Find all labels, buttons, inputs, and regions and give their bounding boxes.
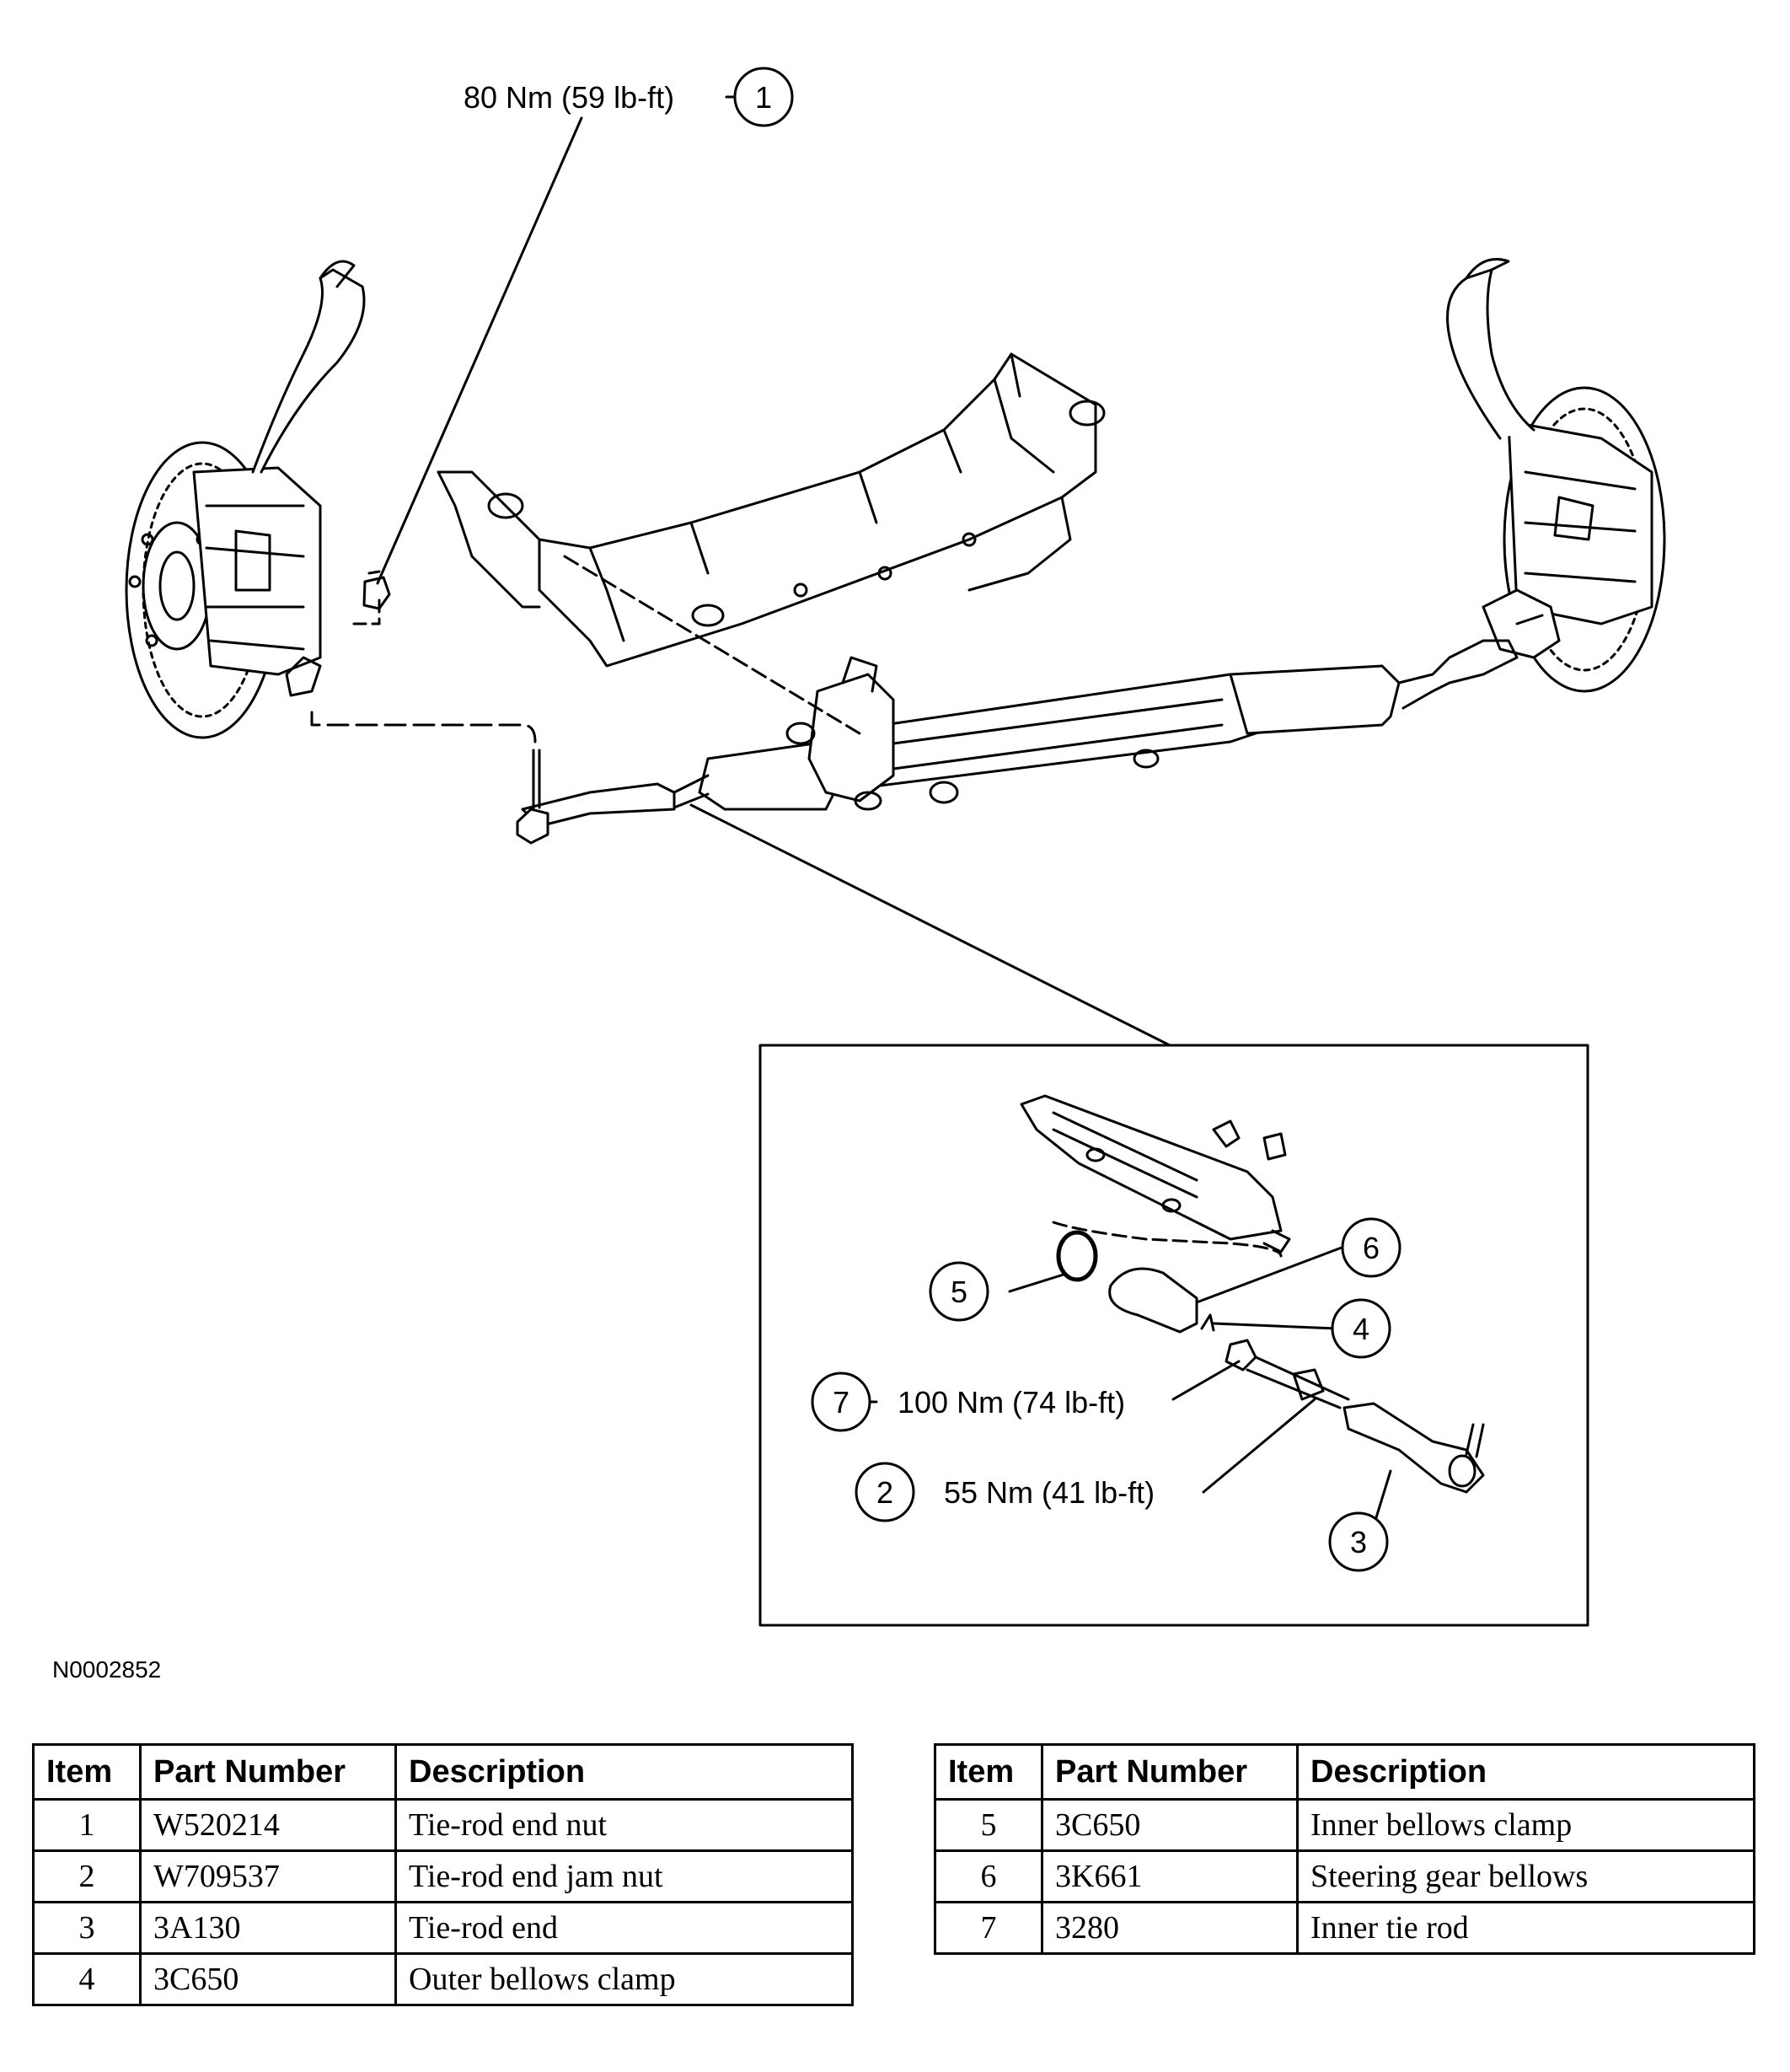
- table-row: 7 3280 Inner tie rod: [934, 1901, 1755, 1955]
- detail-view-frame: [758, 1044, 1589, 1627]
- right-knuckle-brake-assembly: [1446, 258, 1666, 693]
- callout-circle-1: [733, 67, 794, 127]
- callout-number-1: 1: [755, 80, 772, 115]
- part-number-cell: 3K661: [1041, 1849, 1299, 1903]
- detail-view-leader: [689, 803, 1171, 1047]
- table-row: 1 W520214 Tie-rod end nut: [32, 1798, 854, 1852]
- callout-circle-7: [811, 1371, 871, 1432]
- description-cell: Outer bellows clamp: [394, 1952, 854, 2006]
- callout-number-7: 7: [833, 1385, 849, 1420]
- torque-label-2: 55 Nm (41 lb-ft): [944, 1475, 1155, 1510]
- item-cell: 1: [32, 1798, 142, 1852]
- steering-gear-rack: [516, 639, 1519, 845]
- description-cell: Tie-rod end jam nut: [394, 1849, 854, 1903]
- table-header-row: Item Part Number Description: [32, 1743, 854, 1801]
- callout-circle-3: [1328, 1511, 1389, 1572]
- column-header-part-number: Part Number: [139, 1743, 397, 1801]
- part-number-cell: 3A130: [139, 1901, 397, 1955]
- part-number-cell: W520214: [139, 1798, 397, 1852]
- part-number-cell: W709537: [139, 1849, 397, 1903]
- description-cell: Inner bellows clamp: [1296, 1798, 1755, 1852]
- parts-table-left: Item Part Number Description 1 W520214 T…: [32, 1743, 854, 2006]
- column-header-part-number: Part Number: [1041, 1743, 1299, 1801]
- column-header-description: Description: [1296, 1743, 1755, 1801]
- callout-number-2: 2: [876, 1475, 893, 1510]
- item-cell: 5: [934, 1798, 1043, 1852]
- item-cell: 4: [32, 1952, 142, 2006]
- table-row: 4 3C650 Outer bellows clamp: [32, 1952, 854, 2006]
- front-crossmember: [437, 352, 1106, 668]
- table-row: 5 3C650 Inner bellows clamp: [934, 1798, 1755, 1852]
- table-row: 3 3A130 Tie-rod end: [32, 1901, 854, 1955]
- description-cell: Inner tie rod: [1296, 1901, 1755, 1955]
- callout-number-6: 6: [1363, 1231, 1380, 1265]
- parts-table-right: Item Part Number Description 5 3C650 Inn…: [934, 1743, 1755, 1955]
- left-knuckle-brake-assembly: [125, 260, 391, 739]
- part-number-cell: 3C650: [1041, 1798, 1299, 1852]
- table-row: 6 3K661 Steering gear bellows: [934, 1849, 1755, 1903]
- callout-circle-4: [1331, 1298, 1391, 1359]
- item-cell: 3: [32, 1901, 142, 1955]
- detail-steering-gear: [1020, 1094, 1485, 1494]
- description-cell: Steering gear bellows: [1296, 1849, 1755, 1903]
- column-header-item: Item: [32, 1743, 142, 1801]
- item-cell: 6: [934, 1849, 1043, 1903]
- column-header-description: Description: [394, 1743, 854, 1801]
- description-cell: Tie-rod end nut: [394, 1798, 854, 1852]
- item-cell: 2: [32, 1849, 142, 1903]
- callout-1-leader: [376, 116, 583, 585]
- callout-circle-2: [855, 1462, 915, 1522]
- callout-circle-5: [929, 1261, 989, 1322]
- part-number-cell: 3280: [1041, 1901, 1299, 1955]
- part-number-cell: 3C650: [139, 1952, 397, 2006]
- figure-reference: N0002852: [52, 1656, 162, 1683]
- callout-number-4: 4: [1353, 1312, 1369, 1346]
- callout-number-3: 3: [1350, 1525, 1367, 1559]
- table-header-row: Item Part Number Description: [934, 1743, 1755, 1801]
- torque-label-1: 80 Nm (59 lb-ft): [464, 80, 674, 115]
- column-header-item: Item: [934, 1743, 1043, 1801]
- table-row: 2 W709537 Tie-rod end jam nut: [32, 1849, 854, 1903]
- callout-number-5: 5: [951, 1275, 967, 1309]
- item-cell: 7: [934, 1901, 1043, 1955]
- torque-label-7: 100 Nm (74 lb-ft): [898, 1385, 1125, 1420]
- callout-circle-6: [1341, 1217, 1401, 1278]
- description-cell: Tie-rod end: [394, 1901, 854, 1955]
